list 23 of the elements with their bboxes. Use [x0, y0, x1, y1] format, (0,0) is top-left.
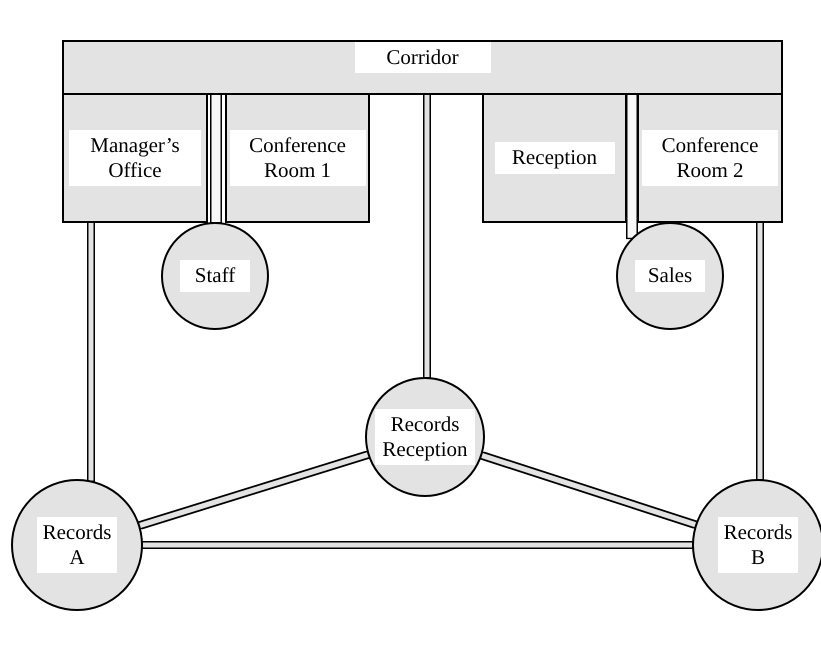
passage-connector	[628, 94, 636, 238]
passage-connector	[212, 94, 220, 222]
room-label: Corridor	[354, 42, 490, 74]
room-box	[62, 40, 783, 95]
passage-connector	[424, 94, 430, 378]
passage-connector	[139, 452, 368, 528]
room-label: Conference Room 1	[230, 130, 366, 186]
passage-connector	[758, 222, 762, 480]
room-label: Records Reception	[375, 408, 475, 466]
passage-connector	[481, 453, 696, 528]
room-label: Conference Room 2	[642, 130, 778, 186]
room-box	[62, 93, 208, 223]
room-box	[225, 93, 370, 223]
room-label: Manager’s Office	[69, 130, 201, 186]
room-box	[637, 93, 783, 223]
room-label: Records A	[37, 516, 117, 574]
room-label: Staff	[180, 260, 250, 292]
room-label: Reception	[494, 142, 614, 174]
passage-connector	[88, 222, 94, 480]
room-label: Records B	[718, 516, 798, 574]
passage-connector	[143, 542, 692, 548]
room-box	[482, 93, 627, 223]
room-label: Sales	[635, 260, 705, 292]
